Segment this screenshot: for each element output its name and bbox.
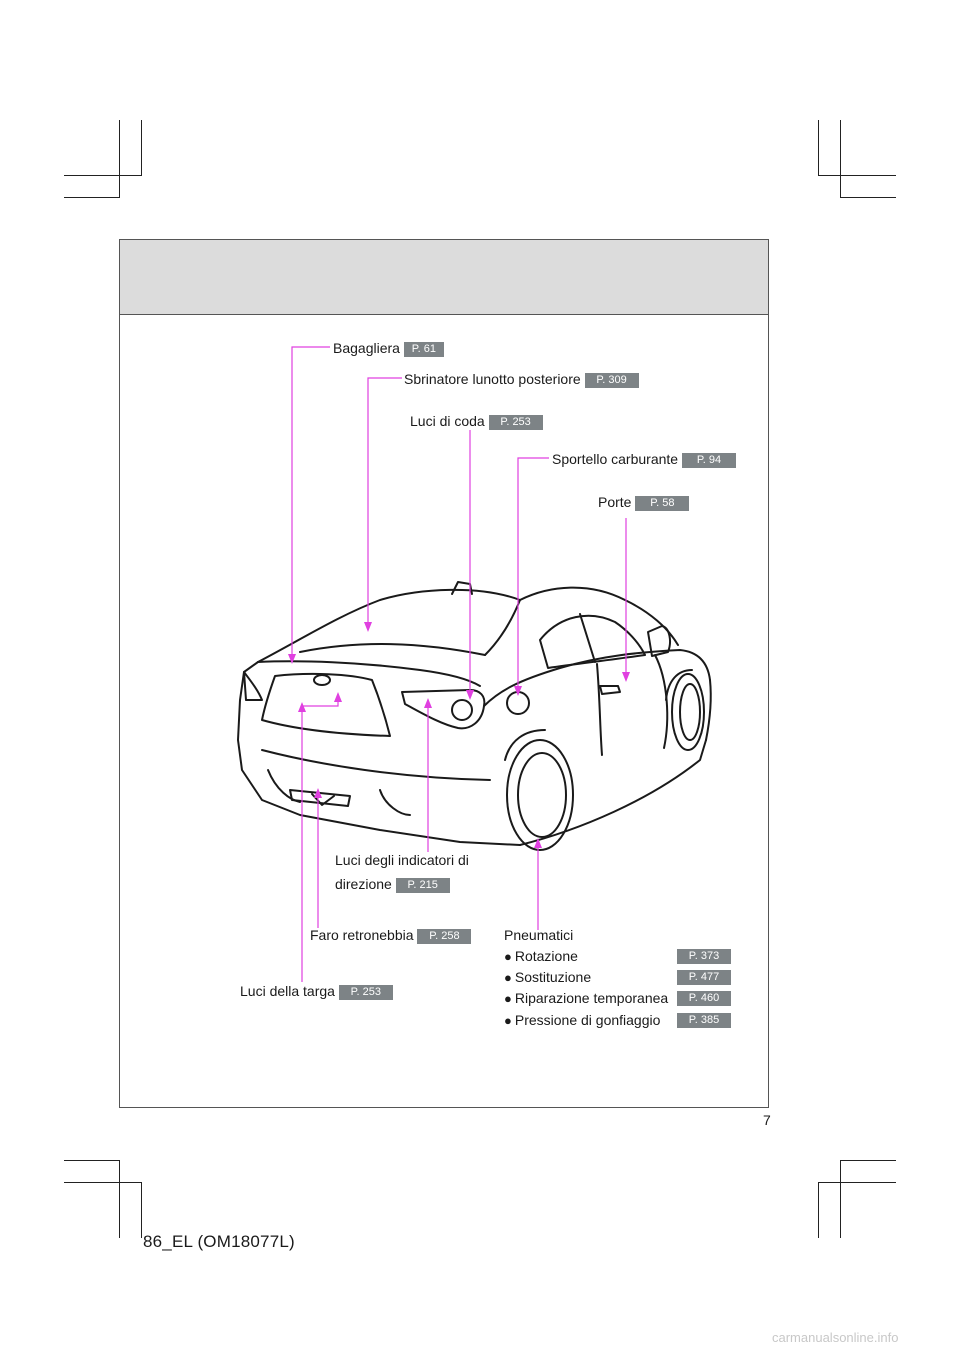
bullet-icon: ●	[504, 991, 512, 1006]
page-ref-badge[interactable]: P. 61	[403, 341, 444, 357]
item-label: Pressione di gonfiaggio	[514, 1012, 661, 1028]
label-text: Luci degli indicatori di	[335, 852, 469, 868]
crop-mark	[64, 1182, 142, 1183]
page-ref-badge[interactable]: P. 253	[488, 414, 543, 430]
crop-mark	[141, 1182, 142, 1238]
crop-mark	[119, 1160, 120, 1238]
bullet-icon: ●	[504, 1013, 512, 1028]
crop-mark	[818, 175, 896, 176]
page-number: 7	[763, 1112, 771, 1128]
page-ref-badge[interactable]: P. 215	[395, 877, 450, 893]
crop-mark	[840, 120, 841, 198]
label-text: Sbrinatore lunotto posteriore	[404, 371, 581, 387]
page-ref-badge[interactable]: P. 460	[677, 991, 731, 1006]
label-text: Bagagliera	[333, 340, 400, 356]
pneumatici-item: ●Sostituzione	[504, 968, 591, 987]
crop-mark	[64, 1160, 120, 1161]
crop-mark	[119, 120, 120, 198]
label-text: direzione	[335, 876, 392, 892]
footer-code: 86_EL (OM18077L)	[143, 1232, 295, 1251]
label-text: Faro retronebbia	[310, 927, 414, 943]
bullet-icon: ●	[504, 970, 512, 985]
crop-mark	[840, 1160, 896, 1161]
label-bagagliera: Bagagliera P. 61	[333, 339, 444, 357]
header-band	[120, 240, 768, 315]
pneumatici-item: ●Pressione di gonfiaggio	[504, 1011, 660, 1030]
crop-mark	[64, 197, 120, 198]
label-sportello: Sportello carburante P. 94	[552, 450, 736, 468]
label-sbrinatore: Sbrinatore lunotto posteriore P. 309	[404, 370, 639, 388]
crop-mark	[818, 1182, 819, 1238]
crop-mark	[141, 120, 142, 176]
label-text: Luci della targa	[240, 983, 335, 999]
label-text: Sportello carburante	[552, 451, 679, 467]
label-text: Luci di coda	[410, 413, 485, 429]
label-luci-coda: Luci di coda P. 253	[410, 412, 543, 430]
label-retronebbia: Faro retronebbia P. 258	[310, 926, 472, 944]
label-targa: Luci della targa P. 253	[240, 982, 393, 1000]
bullet-icon: ●	[504, 949, 512, 964]
label-porte: Porte P. 58	[598, 493, 690, 511]
page-ref-badge[interactable]: P. 94	[681, 452, 736, 468]
crop-mark	[64, 175, 142, 176]
label-indicatori: Luci degli indicatori di direzione P. 21…	[335, 848, 469, 896]
pneumatici-title: Pneumatici	[504, 927, 574, 943]
page-ref-badge[interactable]: P. 258	[417, 928, 472, 944]
leader-arrowheads	[288, 622, 630, 848]
item-label: Sostituzione	[514, 969, 592, 985]
item-label: Rotazione	[514, 948, 578, 964]
item-label: Riparazione temporanea	[514, 990, 669, 1006]
watermark: carmanualsonline.info	[772, 1330, 899, 1345]
page-ref-badge[interactable]: P. 373	[677, 949, 731, 964]
pneumatici-item: ●Riparazione temporanea	[504, 989, 668, 1008]
crop-mark	[840, 197, 896, 198]
label-text: Porte	[598, 494, 632, 510]
page-ref-badge[interactable]: P. 58	[635, 495, 690, 511]
page-frame	[119, 239, 769, 1108]
page-ref-badge[interactable]: P. 477	[677, 970, 731, 985]
car-outline	[237, 581, 712, 851]
pneumatici-item: ●Rotazione	[504, 947, 578, 966]
crop-mark	[818, 120, 819, 176]
crop-mark	[840, 1160, 841, 1238]
crop-mark	[818, 1182, 896, 1183]
page-ref-badge[interactable]: P. 253	[338, 984, 393, 1000]
page-ref-badge[interactable]: P. 309	[584, 372, 639, 388]
page-ref-badge[interactable]: P. 385	[677, 1013, 731, 1028]
